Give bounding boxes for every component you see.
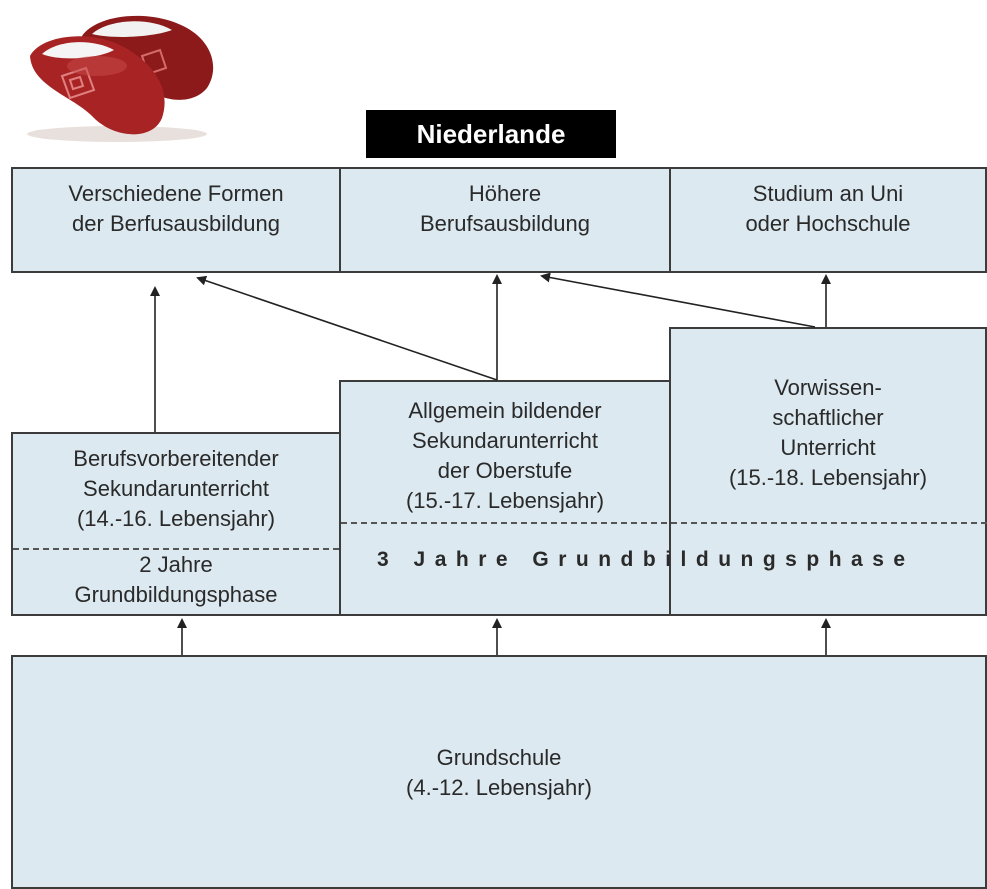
box-grundschule: Grundschule (4.-12. Lebensjahr) — [11, 655, 987, 889]
shared-phase-label: 3 Jahre Grundbildungsphase — [377, 548, 915, 571]
box-allgemein-bildend: Allgemein bildender Sekundarunterricht d… — [339, 380, 671, 616]
box-berufsvorbereitend: Berufsvorbereitender Sekundarunterricht … — [11, 432, 341, 616]
box-label: Allgemein bildender Sekundarunterricht d… — [405, 398, 605, 513]
arrow — [540, 272, 816, 328]
box-label: Studium an Uni oder Hochschule — [745, 181, 911, 236]
box-label: Grundschule (4.-12. Lebensjahr) — [406, 745, 592, 800]
arrow — [196, 275, 498, 381]
box-hoehere-berufsausbildung: Höhere Berufsausbildung — [339, 167, 671, 273]
box-label: Verschiedene Formen der Berfusausbildung — [68, 181, 284, 236]
phase-divider — [13, 548, 339, 550]
box-label: Höhere Berufsausbildung — [419, 181, 590, 236]
phase-label: 2 Jahre Grundbildungsphase — [74, 552, 278, 607]
wooden-clogs-icon — [22, 6, 222, 146]
page-title: Niederlande — [366, 110, 616, 158]
box-label: Berufsvorbereitender Sekundarunterricht … — [73, 446, 279, 531]
box-vorwissenschaftlich: Vorwissen- schaftlicher Unterricht (15.-… — [669, 327, 987, 616]
phase-divider — [341, 522, 987, 524]
box-studium: Studium an Uni oder Hochschule — [669, 167, 987, 273]
box-label: Vorwissen- schaftlicher Unterricht (15.-… — [728, 375, 928, 490]
